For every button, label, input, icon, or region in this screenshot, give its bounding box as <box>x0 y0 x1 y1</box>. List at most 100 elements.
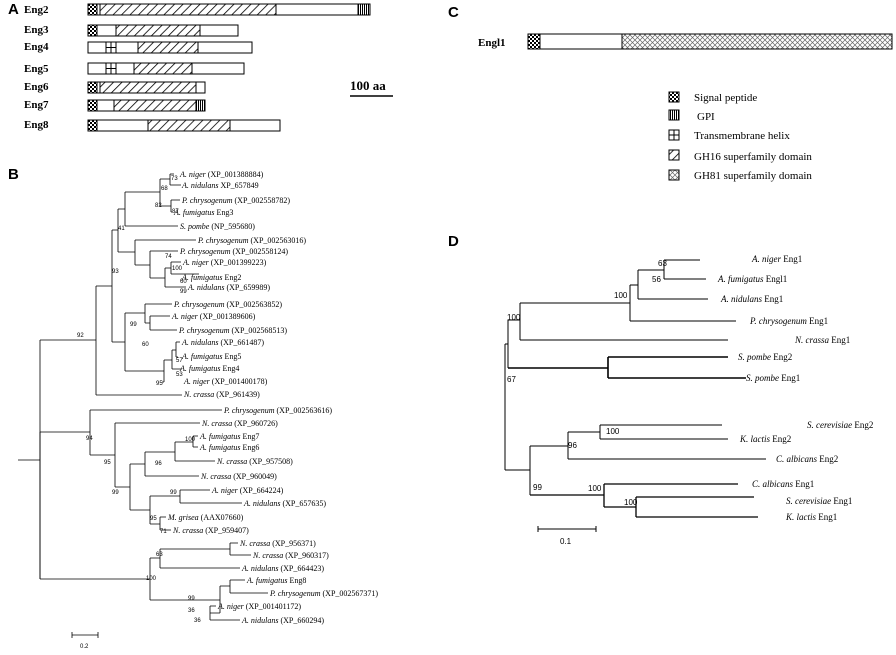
b-boot-2: 68 <box>161 186 168 192</box>
b-boot-27: 99 <box>188 596 195 602</box>
b-leaf-id-15: Eng5 <box>224 352 241 361</box>
b-leaf-sp-5: S. pombe <box>180 222 210 231</box>
b-leaf-sp-9: A. fumigatus <box>181 273 222 282</box>
b-leaf-sp-21: A. fumigatus <box>199 432 240 441</box>
panel-label-a: A <box>8 1 19 18</box>
b-leaf-id-20: (XP_960726) <box>234 419 278 428</box>
b-leaf-id-3: (XP_002558782) <box>235 196 291 205</box>
b-leaf-sp-11: P. chrysogenum <box>173 300 225 309</box>
svg-text:A. fumigatus Eng8: A. fumigatus Eng8 <box>246 576 306 585</box>
svg-text:S. cerevisiae Eng2: S. cerevisiae Eng2 <box>807 420 873 430</box>
svg-text:S. pombe Eng1: S. pombe Eng1 <box>746 373 800 383</box>
svg-text:A. niger (XP_001389606): A. niger (XP_001389606) <box>171 312 256 321</box>
svg-text:N. crassa Eng1: N. crassa Eng1 <box>794 335 850 345</box>
svg-text:P. chrysogenum (XP_002563616): P. chrysogenum (XP_002563616) <box>223 406 332 415</box>
b-leaf-sp-32: A. fumigatus <box>246 576 287 585</box>
svg-text:N. crassa (XP_960317): N. crassa (XP_960317) <box>252 551 329 560</box>
d-leaf-id-5: Eng1 <box>831 335 850 345</box>
b-leaf-sp-25: A. niger <box>211 486 239 495</box>
b-boot-22: 95 <box>150 516 157 522</box>
d-boot-6: 100 <box>606 427 620 436</box>
panel-a-domain-architecture: Eng2 Eng3 Eng4 Eng5 Eng6 Eng7 <box>24 3 393 132</box>
b-leaf-id-25: (XP_664224) <box>240 486 284 495</box>
svg-text:A. fumigatus Eng6: A. fumigatus Eng6 <box>199 443 259 452</box>
legend: Signal peptide GPI Transmembrane helix G… <box>668 91 812 182</box>
b-leaf-id-11: (XP_002563852) <box>227 300 283 309</box>
svg-text:A. nidulans (XP_664423): A. nidulans (XP_664423) <box>241 564 324 573</box>
d-leaf-id-8: Eng2 <box>854 420 873 430</box>
d-leaf-id-7: Eng1 <box>781 373 800 383</box>
panel-d-bootstrap-values: 63 56 100 100 67 100 96 99 100 100 0.1 <box>507 259 667 546</box>
svg-text:A. niger (XP_664224): A. niger (XP_664224) <box>211 486 284 495</box>
b-leaf-sp-34: A. niger <box>217 602 245 611</box>
d-leaf-id-2: Engl1 <box>766 274 788 284</box>
b-leaf-id-12: (XP_001389606) <box>200 312 256 321</box>
b-leaf-sp-7: P. chrysogenum <box>179 247 231 256</box>
svg-text:P. chrysogenum (XP_002568513): P. chrysogenum (XP_002568513) <box>178 326 287 335</box>
d-leaf-sp-10: C. albicans <box>776 454 817 464</box>
svg-text:P. chrysogenum (XP_002567371): P. chrysogenum (XP_002567371) <box>269 589 378 598</box>
svg-text:A. nidulans XP_657849: A. nidulans XP_657849 <box>181 181 259 190</box>
b-leaf-id-2: XP_657849 <box>220 181 258 190</box>
d-boot-9: 100 <box>588 484 602 493</box>
b-leaf-id-16: Eng4 <box>222 364 239 373</box>
b-leaf-id-4: Eng3 <box>216 208 233 217</box>
b-leaf-sp-16: A. fumigatus <box>179 364 220 373</box>
b-boot-9: 99 <box>180 289 187 295</box>
gpi-icon <box>668 109 680 121</box>
b-leaf-sp-22: A. fumigatus <box>199 443 240 452</box>
d-leaf-sp-2: A. fumigatus <box>717 274 764 284</box>
svg-text:A. nidulans Eng1: A. nidulans Eng1 <box>720 294 783 304</box>
svg-text:N. crassa (XP_957508): N. crassa (XP_957508) <box>216 457 293 466</box>
svg-text:A. fumigatus Eng2: A. fumigatus Eng2 <box>181 273 241 282</box>
b-leaf-id-18: (XP_961439) <box>216 390 260 399</box>
d-leaf-id-13: Eng1 <box>818 512 837 522</box>
svg-text:N. crassa (XP_960726): N. crassa (XP_960726) <box>201 419 278 428</box>
legend-label-gpi: GPI <box>697 111 715 123</box>
svg-text:C. albicans Eng1: C. albicans Eng1 <box>752 479 814 489</box>
svg-text:A. niger (XP_001399223): A. niger (XP_001399223) <box>182 258 267 267</box>
b-leaf-sp-19: P. chrysogenum <box>223 406 275 415</box>
b-leaf-id-14: (XP_661487) <box>220 338 264 347</box>
d-boot-7: 96 <box>568 441 577 450</box>
d-leaf-id-1: Eng1 <box>783 254 802 264</box>
svg-text:A. nidulans (XP_657635): A. nidulans (XP_657635) <box>243 499 326 508</box>
b-leaf-id-6: (XP_002563016) <box>251 236 307 245</box>
d-leaf-id-12: Eng1 <box>833 496 852 506</box>
d-leaf-id-9: Eng2 <box>772 434 791 444</box>
panel-label-c: C <box>448 4 459 21</box>
d-leaf-id-10: Eng2 <box>819 454 838 464</box>
d-leaf-id-6: Eng2 <box>773 352 792 362</box>
b-leaf-id-1: (XP_001388884) <box>208 170 264 179</box>
svg-text:S. pombe Eng2: S. pombe Eng2 <box>738 352 792 362</box>
b-leaf-id-33: (XP_002567371) <box>323 589 379 598</box>
b-leaf-id-34: (XP_001401172) <box>246 602 302 611</box>
b-boot-18: 96 <box>155 461 162 467</box>
b-leaf-id-31: (XP_664423) <box>280 564 324 573</box>
d-boot-5: 67 <box>507 375 516 384</box>
b-leaf-sp-1: A. niger <box>179 170 207 179</box>
panel-c-domain-architecture: Engl1 Signal peptide GPI Transmembrane h… <box>478 33 893 182</box>
panel-label-d: D <box>448 233 459 250</box>
panel-d-leaf-labels: A. niger Eng1 A. fumigatus Engl1 A. nidu… <box>717 254 873 522</box>
b-leaf-sp-26: A. nidulans <box>243 499 280 508</box>
b-leaf-sp-13: P. chrysogenum <box>178 326 230 335</box>
b-boot-12: 60 <box>142 342 149 348</box>
svg-text:P. chrysogenum (XP_002563016): P. chrysogenum (XP_002563016) <box>197 236 306 245</box>
d-leaf-sp-8: S. cerevisiae <box>807 420 852 430</box>
svg-text:P. chrysogenum (XP_002558782): P. chrysogenum (XP_002558782) <box>181 196 290 205</box>
d-leaf-sp-6: S. pombe <box>738 352 771 362</box>
gene-label-engl1: Engl1 <box>478 37 506 49</box>
b-boot-19: 94 <box>86 436 93 442</box>
panel-b-bootstrap-values: 73 68 82 87 41 74 100 60 99 93 99 60 57 … <box>77 176 201 650</box>
gene-label-eng3: Eng3 <box>24 24 49 36</box>
b-leaf-sp-35: A. nidulans <box>241 616 278 625</box>
b-leaf-sp-27: M. grisea <box>167 513 199 522</box>
b-leaf-sp-12: A. niger <box>171 312 199 321</box>
legend-label-gh16: GH16 superfamily domain <box>694 151 812 163</box>
svg-text:S. pombe (NP_595680): S. pombe (NP_595680) <box>180 222 255 231</box>
svg-text:A. niger (XP_001400178): A. niger (XP_001400178) <box>183 377 268 386</box>
b-boot-11: 99 <box>130 322 137 328</box>
svg-text:N. crassa (XP_959407): N. crassa (XP_959407) <box>172 526 249 535</box>
b-boot-29: 36 <box>194 618 201 624</box>
